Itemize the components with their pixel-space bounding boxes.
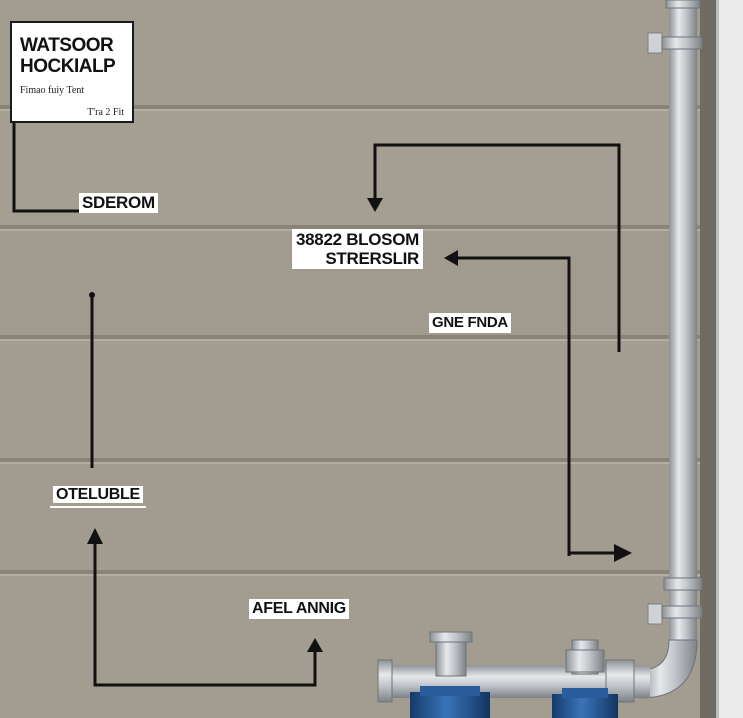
leader-afel-line [93, 542, 317, 687]
sign-title: WATSOOR HOCKIALP [20, 35, 132, 77]
sign-title-line1: WATSOOR [20, 35, 114, 56]
arrow-right-icon [614, 544, 632, 562]
sign-title-line2: HOCKIALP [20, 56, 116, 77]
valve-icon [552, 639, 618, 718]
sign-footer: T'ra 2 Fit [87, 107, 124, 118]
label-blosom-line1: 38822 BLOSOM [296, 230, 420, 249]
arrow-left-icon [444, 250, 458, 266]
title-sign: WATSOOR HOCKIALP Fimao fuiy Tent T'ra 2 … [10, 21, 134, 123]
wall-corner-trim [718, 0, 743, 718]
arrow-up-icon [307, 638, 323, 652]
vertical-pipe [669, 0, 697, 650]
label-gnefnda: GNE FNDA [429, 313, 511, 333]
label-blosom-line2: STRERSLIR [325, 249, 420, 268]
leader-sign-to-sderom [12, 120, 79, 213]
arrow-up-icon [87, 528, 103, 544]
leader-lines [12, 120, 621, 687]
label-afel-annig: AFEL ANNIG [249, 599, 349, 619]
label-blosom: 38822 BLOSOM STRERSLIR [292, 229, 424, 269]
label-sderom: SDEROM [79, 193, 158, 213]
leader-blosom-line [452, 256, 571, 556]
valve-icon [410, 631, 490, 718]
leader-down-arrow-line [373, 143, 621, 352]
pipe-clamp-icon [647, 32, 703, 54]
sign-subtitle: Fimao fuiy Tent [20, 85, 85, 96]
pipe-clamp-icon [647, 603, 703, 625]
label-oteluble-text: OTELUBLE [53, 486, 143, 503]
arrow-down-icon [367, 198, 383, 212]
line-endpoint-dot [89, 292, 95, 298]
label-oteluble: OTELUBLE [50, 485, 146, 508]
